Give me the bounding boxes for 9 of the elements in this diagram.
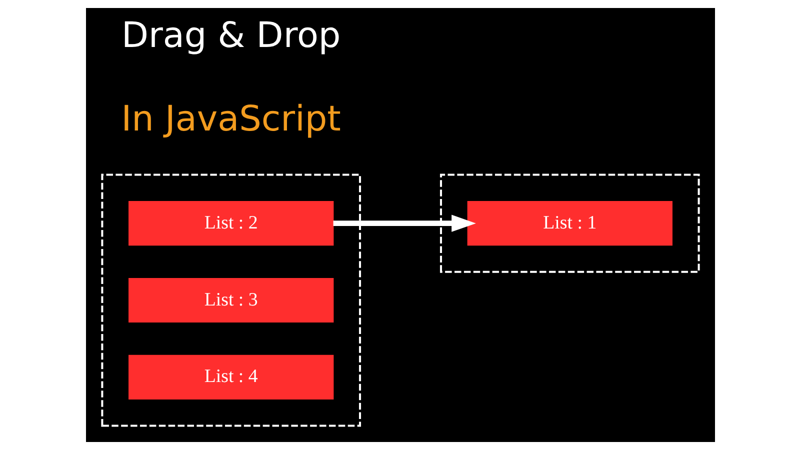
- cluster: [100, 174, 361, 427]
- node-box: List : 1: [466, 201, 672, 246]
- label: Drag & Drop: [120, 14, 340, 56]
- cluster: [439, 174, 700, 273]
- node-box: List : 3: [128, 278, 334, 323]
- node-box: List : 2: [128, 201, 334, 246]
- arrow: [332, 214, 476, 232]
- node-box: List : 4: [128, 354, 334, 400]
- label: In JavaScript: [120, 98, 340, 140]
